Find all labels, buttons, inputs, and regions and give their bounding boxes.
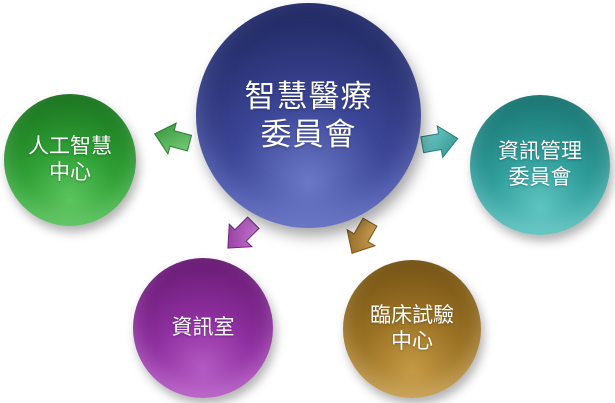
node-information-management-committee-label: 資訊管理 委員會 [498, 139, 582, 189]
node-ai-center: 人工智慧 中心 [4, 94, 136, 226]
center-node-smart-healthcare-committee: 智慧醫療 委員會 [196, 3, 421, 228]
node-information-office-label: 資訊室 [171, 315, 235, 340]
node-clinical-trial-center: 臨床試驗 中心 [343, 260, 481, 398]
node-information-office: 資訊室 [133, 258, 273, 398]
center-node-label: 智慧醫療 委員會 [244, 78, 373, 153]
arrow-to-ai [153, 122, 193, 156]
arrow-to-imc [420, 124, 459, 159]
node-ai-center-label: 人工智慧 中心 [28, 134, 112, 184]
node-information-management-committee: 資訊管理 委員會 [470, 95, 610, 235]
node-clinical-trial-center-label: 臨床試驗 中心 [370, 303, 454, 353]
arrow-to-it [227, 216, 260, 249]
